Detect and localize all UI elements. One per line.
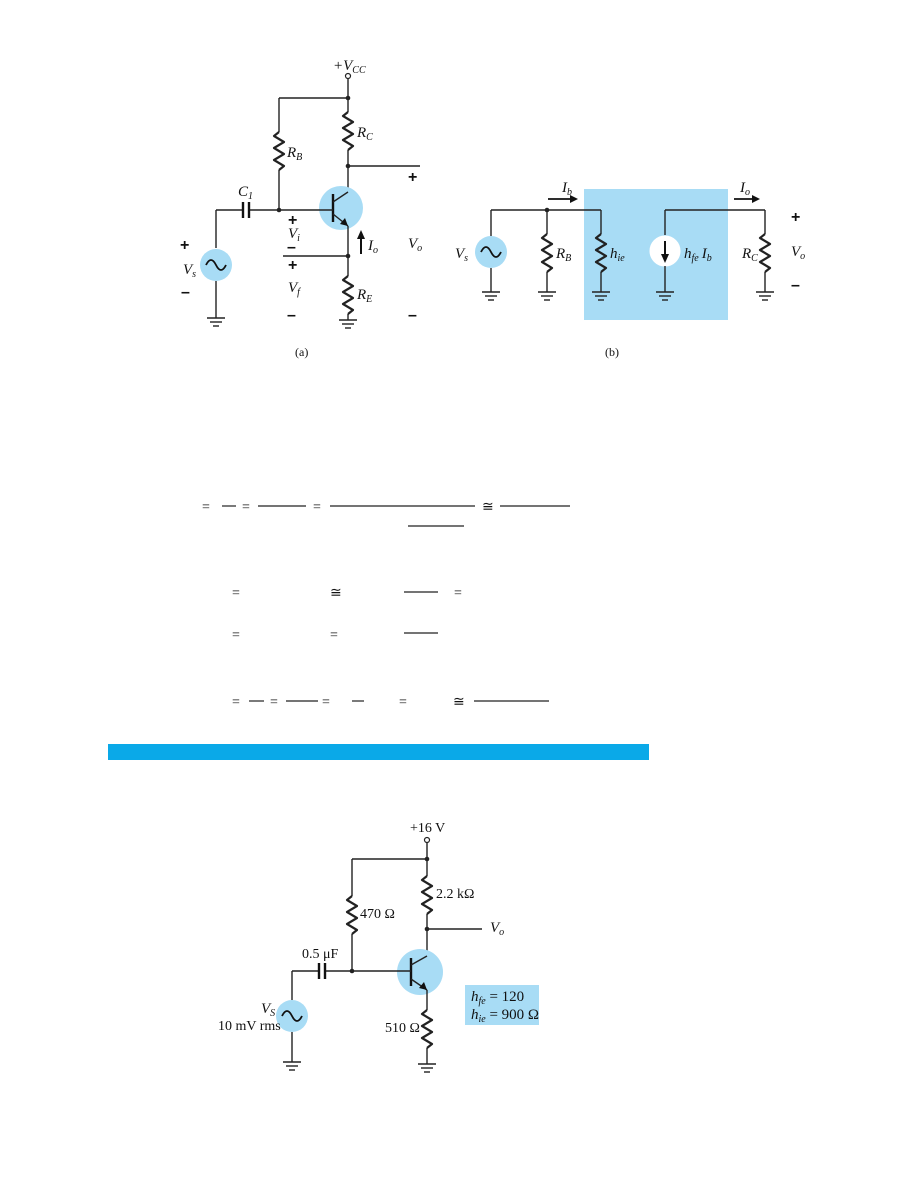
- re-resistor: [341, 275, 355, 315]
- svg-text:–: –: [287, 307, 296, 324]
- vs-label-b: Vs: [455, 246, 468, 264]
- rb-value: 470 Ω: [360, 907, 395, 922]
- equation-fragments: = = = ≅ = ≅ = = = = = = =: [202, 500, 570, 710]
- re-label: RE: [356, 287, 372, 305]
- rb-resistor: [272, 131, 286, 171]
- caption-a: (a): [295, 345, 308, 359]
- rb-470-resistor: [345, 895, 359, 935]
- vcc-label: +VCC: [333, 58, 366, 76]
- transistor-a: [319, 186, 363, 230]
- vo-label-c: Vo: [490, 920, 504, 938]
- equation-row-1: = = = ≅: [202, 500, 570, 527]
- rb-label-b: RB: [555, 246, 571, 264]
- svg-text:–: –: [181, 284, 190, 301]
- section-banner: [108, 744, 649, 760]
- rc-2k2-resistor: [420, 875, 434, 915]
- svg-text:–: –: [408, 307, 417, 324]
- vf-label: Vf: [288, 280, 301, 298]
- svg-text:+: +: [791, 209, 800, 226]
- svg-text:≅: ≅: [330, 586, 342, 601]
- svg-text:=: =: [313, 500, 321, 515]
- svg-text:≅: ≅: [482, 500, 494, 515]
- io-label-a: Io: [367, 238, 378, 256]
- cap-value: 0.5 μF: [302, 947, 339, 962]
- equation-row-2: = ≅ =: [232, 586, 462, 601]
- vo-label-a: Vo: [408, 236, 422, 254]
- svg-text:=: =: [232, 586, 240, 601]
- svg-text:+: +: [180, 237, 189, 254]
- svg-text:≅: ≅: [453, 695, 465, 710]
- equation-row-4: = = = = ≅: [232, 695, 549, 710]
- svg-text:=: =: [232, 628, 240, 643]
- svg-text:=: =: [232, 695, 240, 710]
- rc-resistor: [341, 111, 355, 151]
- io-label-b: Io: [739, 180, 750, 198]
- svg-text:=: =: [399, 695, 407, 710]
- svg-text:–: –: [287, 239, 296, 256]
- vs-label-c: VS: [261, 1001, 275, 1019]
- rb-label: RB: [286, 145, 302, 163]
- hie-label: hie: [610, 246, 625, 264]
- caption-b: (b): [605, 345, 619, 359]
- hfe-param: hfe = 120: [471, 989, 524, 1007]
- rc-resistor-b: [758, 233, 772, 273]
- svg-text:=: =: [330, 628, 338, 643]
- vs-value: 10 mV rms: [218, 1019, 281, 1034]
- svg-text:–: –: [791, 277, 800, 294]
- rc-label-b: RC: [741, 246, 758, 264]
- svg-text:=: =: [202, 500, 210, 515]
- re-value: 510 Ω: [385, 1021, 420, 1036]
- re-510-resistor: [420, 1009, 434, 1049]
- svg-text:=: =: [242, 500, 250, 515]
- transistor-c: [397, 949, 443, 995]
- hie-resistor: [594, 233, 608, 273]
- supply-label: +16 V: [410, 821, 445, 836]
- ib-label: Ib: [561, 180, 572, 198]
- parameter-box: [465, 985, 539, 1025]
- vo-label-b: Vo: [791, 244, 805, 262]
- vi-label: Vi: [288, 226, 300, 244]
- rc-label: RC: [356, 125, 373, 143]
- rc-value: 2.2 kΩ: [436, 887, 474, 902]
- vs-label-a: Vs: [183, 262, 196, 280]
- figure-a-circuit: +VCC RB RC + C1: [180, 58, 422, 359]
- figure-c-circuit: +16 V 2.2 kΩ Vo 470 Ω 510 Ω: [218, 821, 539, 1073]
- vcc-terminal: [344, 72, 352, 80]
- rb-resistor-b: [540, 233, 554, 273]
- svg-text:=: =: [270, 695, 278, 710]
- svg-text:+: +: [288, 212, 297, 229]
- svg-text:=: =: [322, 695, 330, 710]
- equation-row-3: = =: [232, 628, 438, 643]
- svg-text:+: +: [288, 257, 297, 274]
- svg-text:+: +: [408, 169, 417, 186]
- c1-label: C1: [238, 184, 253, 202]
- hie-param: hie = 900 Ω: [471, 1007, 539, 1025]
- svg-text:=: =: [454, 586, 462, 601]
